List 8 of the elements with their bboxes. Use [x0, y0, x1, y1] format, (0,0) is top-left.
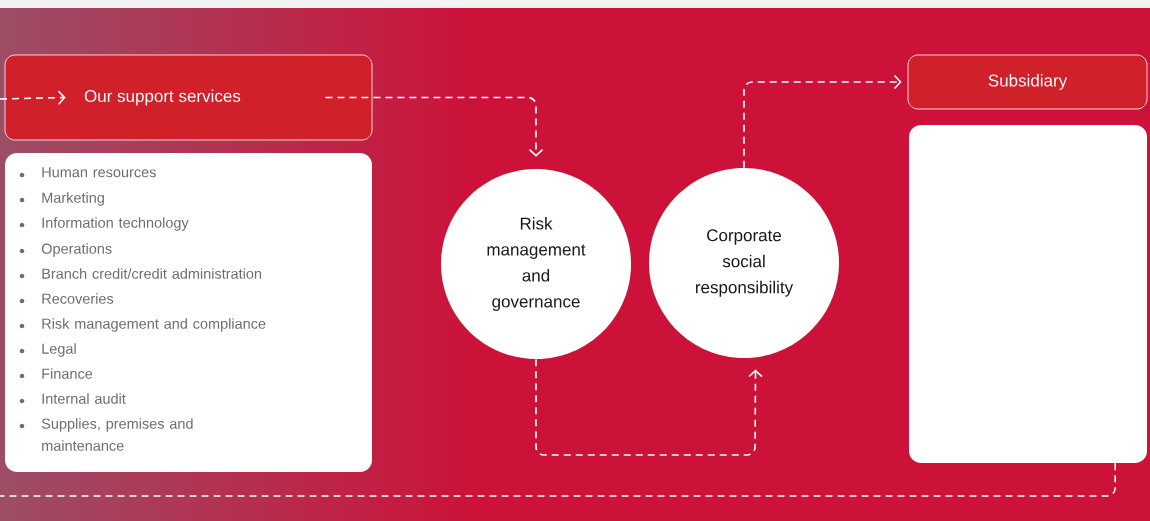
arrow [324, 96, 544, 157]
header-box: Subsidiary [907, 54, 1148, 110]
header-box: Our support services [4, 54, 373, 141]
arrow [743, 74, 902, 169]
arrow [535, 358, 763, 456]
empty-card [909, 125, 1147, 463]
arrow [0, 90, 66, 105]
list-card: Human resources Marketing Information technology Operations Branch credit/credit administration Recoveries Risk management and compliance Legal Finance Internal audit Supplies, premises and maintenance [5, 153, 372, 472]
